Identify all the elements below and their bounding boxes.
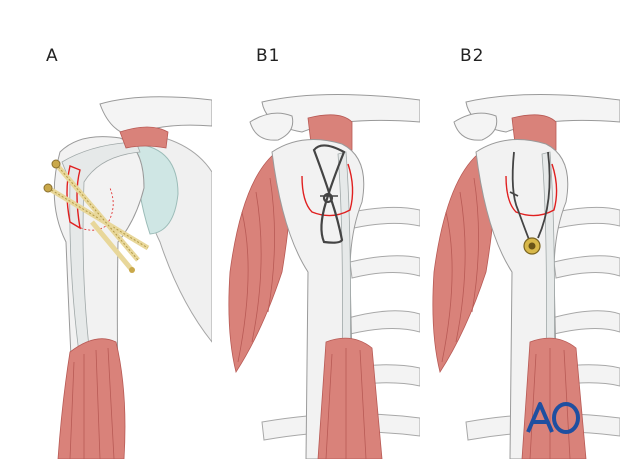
suture-wire bbox=[509, 151, 551, 243]
suture-anchor bbox=[523, 237, 541, 255]
biceps-muscle bbox=[521, 337, 587, 459]
panel-label-a: A bbox=[46, 46, 59, 66]
screw-2 bbox=[51, 159, 140, 262]
ao-logo bbox=[524, 398, 582, 436]
biceps-muscle bbox=[57, 338, 126, 459]
screw-3 bbox=[90, 220, 135, 273]
screw-1 bbox=[43, 183, 150, 251]
tension-band-wire bbox=[312, 144, 346, 244]
clavicle-bone bbox=[99, 96, 212, 137]
panel-label-b2: B2 bbox=[460, 46, 485, 66]
fracture-line-b2 bbox=[505, 163, 558, 217]
panel-a-illustration bbox=[40, 92, 212, 459]
panel-label-b1: B1 bbox=[256, 46, 281, 66]
ao-logo-a bbox=[526, 402, 554, 433]
ao-logo-o bbox=[552, 402, 580, 434]
panel-b2-illustration bbox=[426, 92, 620, 459]
panel-b1-illustration bbox=[222, 92, 420, 459]
supraspinatus-muscle bbox=[119, 126, 169, 149]
fracture-line-b1 bbox=[301, 163, 354, 217]
biceps-muscle bbox=[317, 337, 383, 459]
fracture-line-a bbox=[66, 165, 81, 230]
